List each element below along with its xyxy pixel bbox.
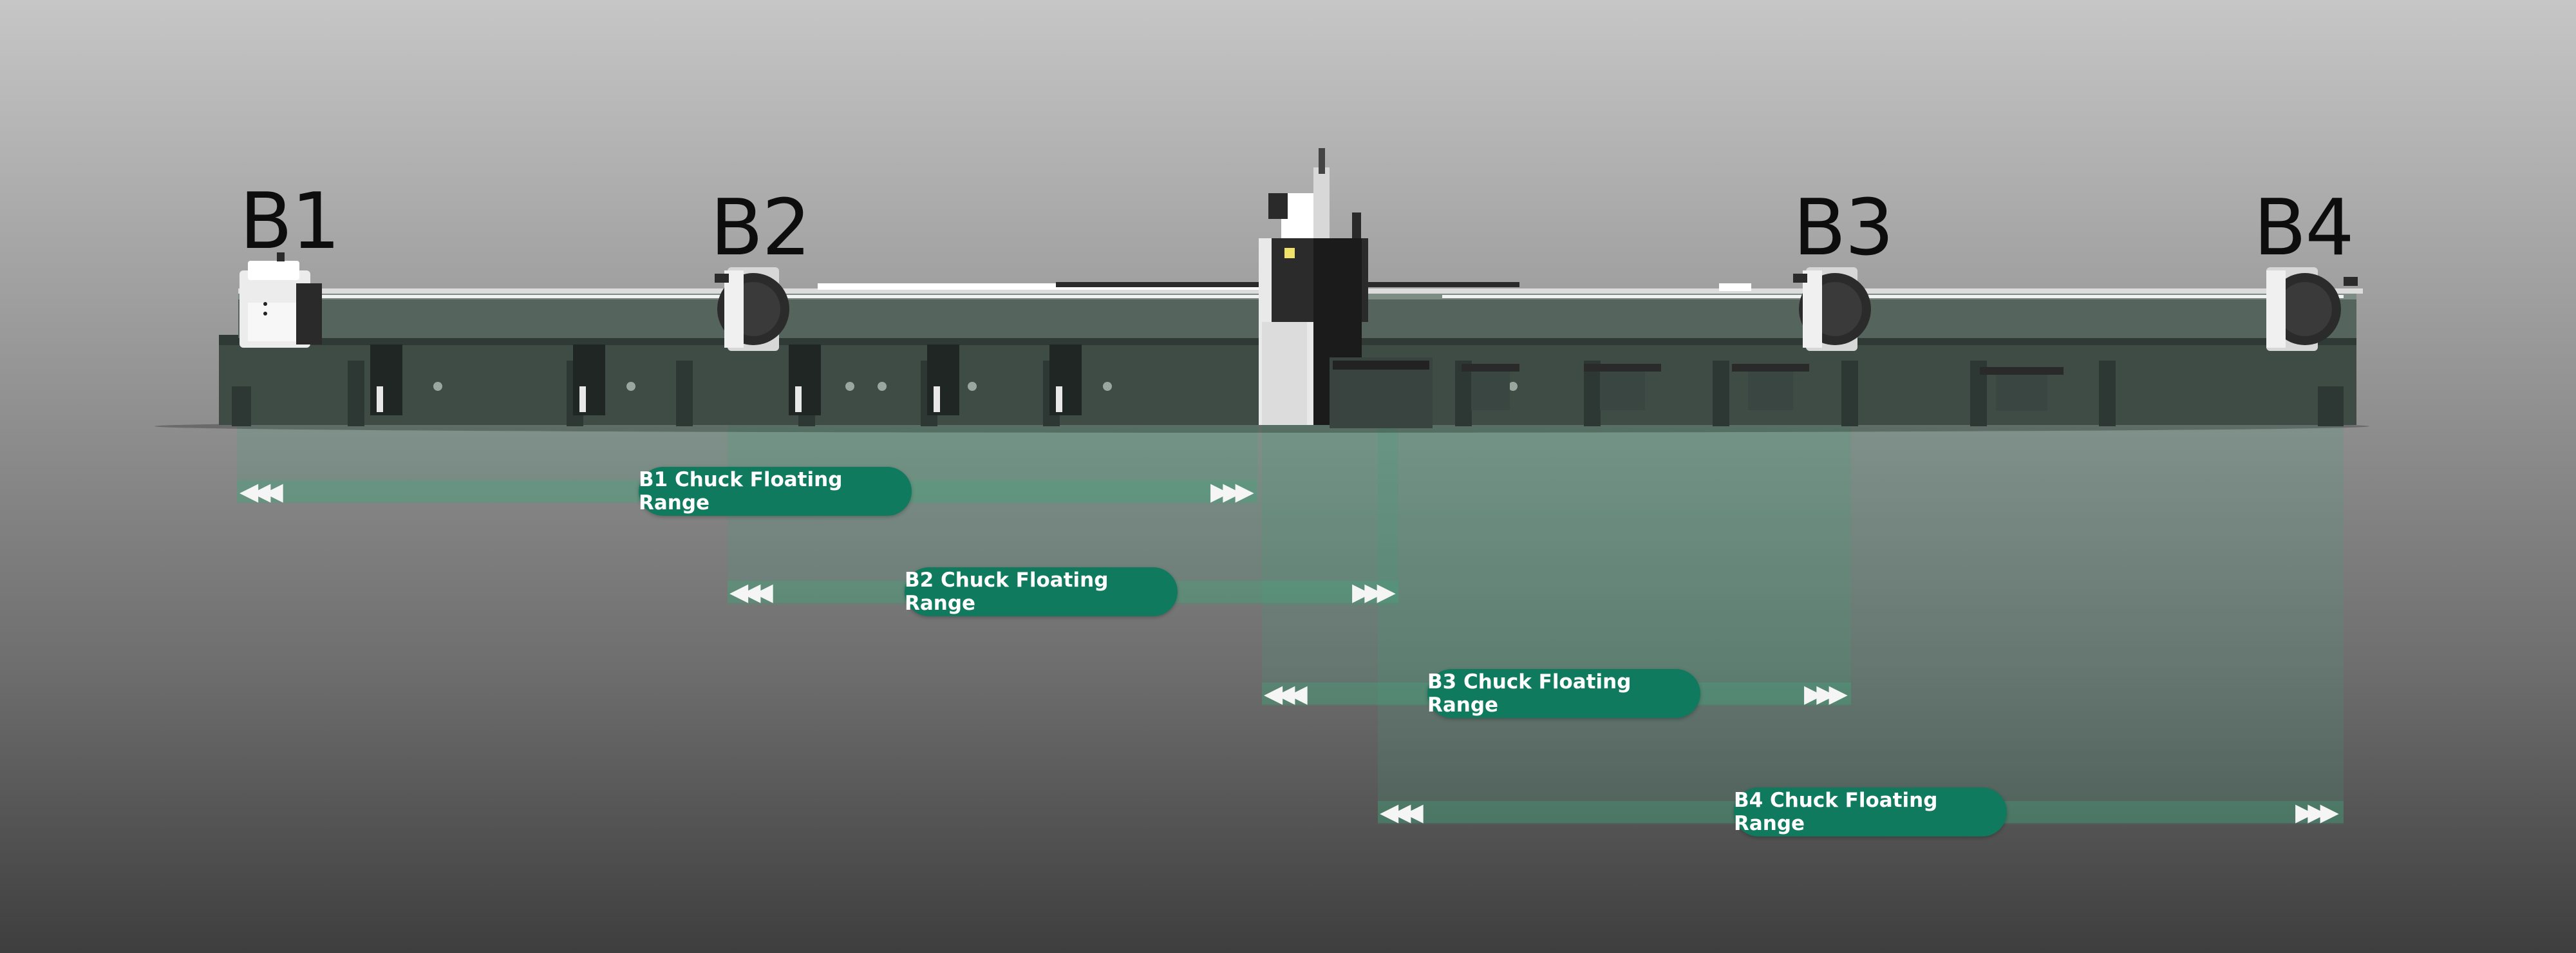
b1-right-arrows: ▶▶▶ bbox=[1210, 477, 1254, 505]
b4-left-arrows: ◀◀◀ bbox=[1380, 798, 1424, 826]
b3-right-arrows: ▶▶▶ bbox=[1804, 679, 1848, 708]
b4-range-pill: B4 Chuck Floating Range bbox=[1734, 788, 2007, 836]
chuck-b3-label: B3 bbox=[1793, 184, 1894, 273]
chuck-b2-label: B2 bbox=[710, 184, 811, 273]
b2-right-arrows: ▶▶▶ bbox=[1352, 578, 1396, 606]
b3-range-pill: B3 Chuck Floating Range bbox=[1427, 669, 1700, 718]
b4-range-zone bbox=[1378, 361, 2344, 824]
b2-left-arrows: ◀◀◀ bbox=[729, 578, 773, 606]
chuck-b4-label: B4 bbox=[2253, 184, 2355, 273]
chuck-b1-label: B1 bbox=[240, 177, 341, 267]
tube-laser-machine bbox=[155, 148, 2369, 433]
b2-range-pill: B2 Chuck Floating Range bbox=[905, 567, 1178, 616]
b4-right-arrows: ▶▶▶ bbox=[2295, 798, 2339, 826]
b3-left-arrows: ◀◀◀ bbox=[1264, 679, 1308, 708]
b1-left-arrows: ◀◀◀ bbox=[240, 477, 283, 505]
b1-range-pill: B1 Chuck Floating Range bbox=[639, 467, 912, 516]
